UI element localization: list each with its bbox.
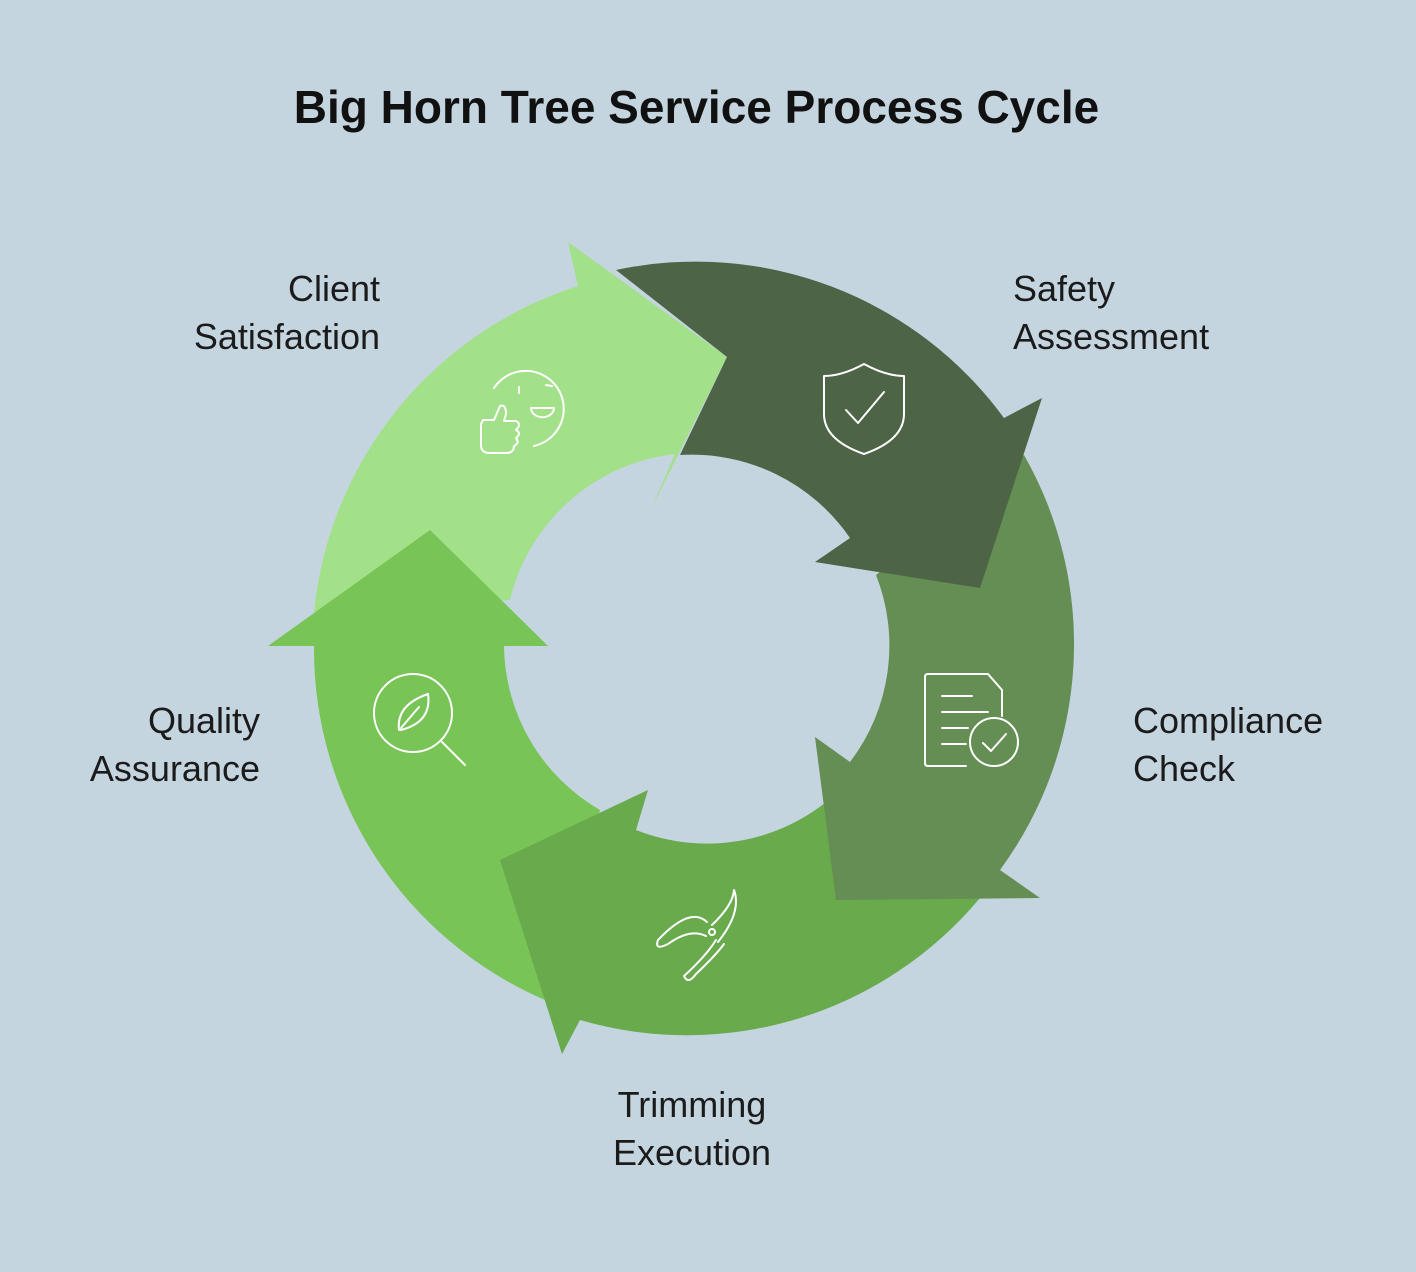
step-label-line: Satisfaction — [193, 316, 380, 357]
step-label-line: Assessment — [1013, 316, 1210, 357]
pruning-shears-icon — [656, 889, 737, 981]
step-label-line: Compliance — [1133, 700, 1324, 741]
step-label-quality-assurance: Quality Assurance — [20, 697, 260, 793]
step-label-trimming-execution: Trimming Execution — [560, 1081, 824, 1177]
step-label-line: Safety — [1013, 268, 1116, 309]
step-label-compliance-check: Compliance Check — [1133, 697, 1323, 793]
thumbs-up-smile-icon — [480, 369, 565, 454]
step-label-line: Client — [287, 268, 380, 309]
step-label-line: Assurance — [89, 748, 260, 789]
step-label-line: Execution — [612, 1132, 772, 1173]
leaf-magnifier-icon — [373, 673, 466, 766]
cycle-segment-safety-assessment — [616, 261, 1042, 588]
step-label-line: Check — [1133, 748, 1236, 789]
page-title: Big Horn Tree Service Process Cycle — [293, 81, 1100, 133]
document-check-icon — [924, 673, 1019, 767]
step-label-safety-assessment: Safety Assessment — [1013, 265, 1209, 361]
cycle-segment-client-satisfaction — [314, 242, 727, 612]
step-label-client-satisfaction: Client Satisfaction — [100, 265, 380, 361]
cycle-segment-compliance-check — [815, 455, 1075, 900]
step-label-line: Quality — [147, 700, 260, 741]
step-label-line: Trimming — [617, 1084, 767, 1125]
shield-check-icon — [823, 363, 905, 455]
